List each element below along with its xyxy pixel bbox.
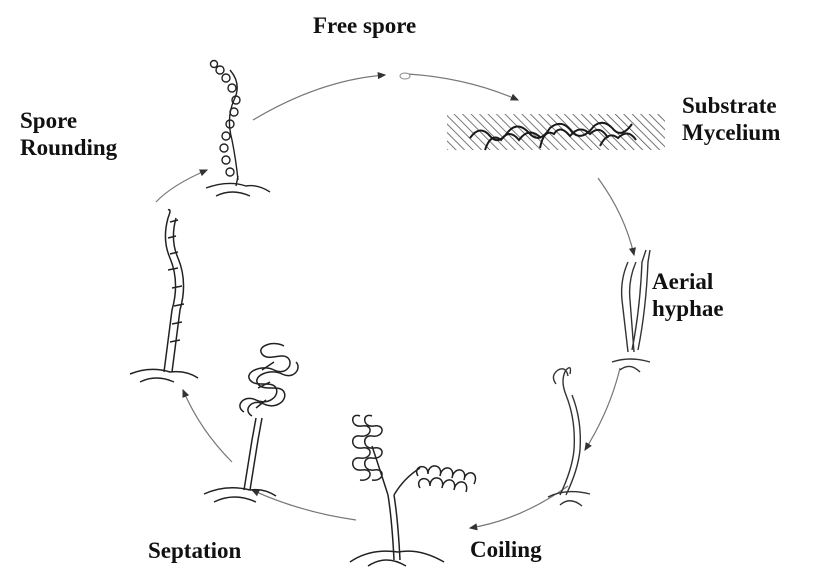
label-rounding-line2: Rounding (20, 134, 117, 161)
septation-figure (204, 344, 298, 502)
spore-rounding-figure (206, 61, 270, 197)
aerial-hyphae-figure (612, 250, 650, 372)
spore-chain-figure (130, 210, 198, 382)
label-substrate-mycelium: Substrate Mycelium (682, 92, 780, 146)
label-aerial-line2: hyphae (652, 295, 724, 322)
arrow-free-to-substrate (408, 74, 518, 100)
label-coiling: Coiling (470, 536, 542, 563)
label-aerial-hyphae: Aerial hyphae (652, 268, 724, 322)
arrow-rounding-to-free (253, 75, 385, 120)
label-septation: Septation (148, 537, 241, 564)
arrow-aerial-to-coiling (585, 368, 620, 450)
arrow-base-to-septation (252, 490, 356, 520)
free-spore-figure (400, 73, 410, 79)
substrate-mycelium-figure (447, 114, 665, 150)
label-rounding-line1: Spore (20, 107, 117, 134)
label-free-spore: Free spore (313, 12, 416, 39)
coiling-hyphae-figure (548, 368, 590, 506)
label-substrate-line2: Mycelium (682, 119, 780, 146)
coiled-chains-figure (350, 415, 475, 566)
arrow-substrate-to-aerial (598, 178, 634, 255)
label-substrate-line1: Substrate (682, 92, 780, 119)
label-aerial-line1: Aerial (652, 268, 724, 295)
label-spore-rounding: Spore Rounding (20, 107, 117, 161)
arrow-septation-to-chain (183, 390, 232, 462)
arrow-chain-to-rounding (156, 170, 207, 202)
arrow-coiling-to-base (470, 486, 568, 528)
